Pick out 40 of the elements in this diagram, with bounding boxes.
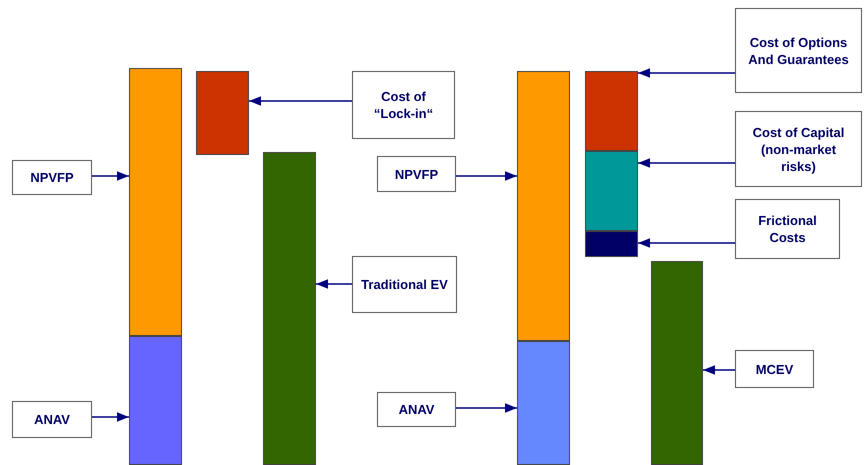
label-box (735, 111, 862, 187)
arrow (638, 158, 735, 168)
bar-segment (263, 152, 316, 465)
arrow (92, 412, 129, 422)
label-box (12, 160, 92, 195)
label-box (377, 392, 456, 427)
arrow (92, 171, 129, 181)
label-text: ANAV (34, 411, 70, 428)
label-box (352, 71, 455, 139)
bar-segment (517, 341, 570, 465)
label-box (12, 401, 92, 438)
label-text: Cost of Options And Guarantees (747, 34, 850, 68)
label-text: Traditional EV (361, 276, 448, 293)
label-text: Cost of “Lock-in“ (372, 88, 434, 122)
label-text: NPVFP (394, 166, 438, 182)
arrow (703, 365, 735, 375)
bar-segment (651, 261, 703, 465)
bar-segment (585, 231, 638, 257)
bar-segment (129, 336, 182, 465)
label-box (352, 256, 457, 313)
arrow (249, 96, 352, 106)
bar-segment (585, 151, 638, 231)
arrow (456, 403, 517, 413)
label-box (735, 199, 840, 259)
bar-segment (129, 68, 182, 336)
bar-segment (585, 71, 638, 151)
bar-segment (517, 71, 570, 341)
arrow (638, 68, 735, 78)
label-box (735, 350, 814, 388)
label-text: MCEV (756, 360, 794, 378)
label-box (377, 156, 456, 192)
bar-segment (196, 71, 249, 155)
label-text: Frictional Costs (757, 212, 818, 246)
label-text: NPVFP (30, 169, 74, 186)
label-box (735, 8, 862, 93)
arrow (316, 279, 352, 289)
arrow (638, 238, 735, 248)
label-text: ANAV (398, 401, 434, 418)
arrow (456, 171, 517, 181)
label-text: Cost of Capital (non-market risks) (752, 124, 846, 174)
